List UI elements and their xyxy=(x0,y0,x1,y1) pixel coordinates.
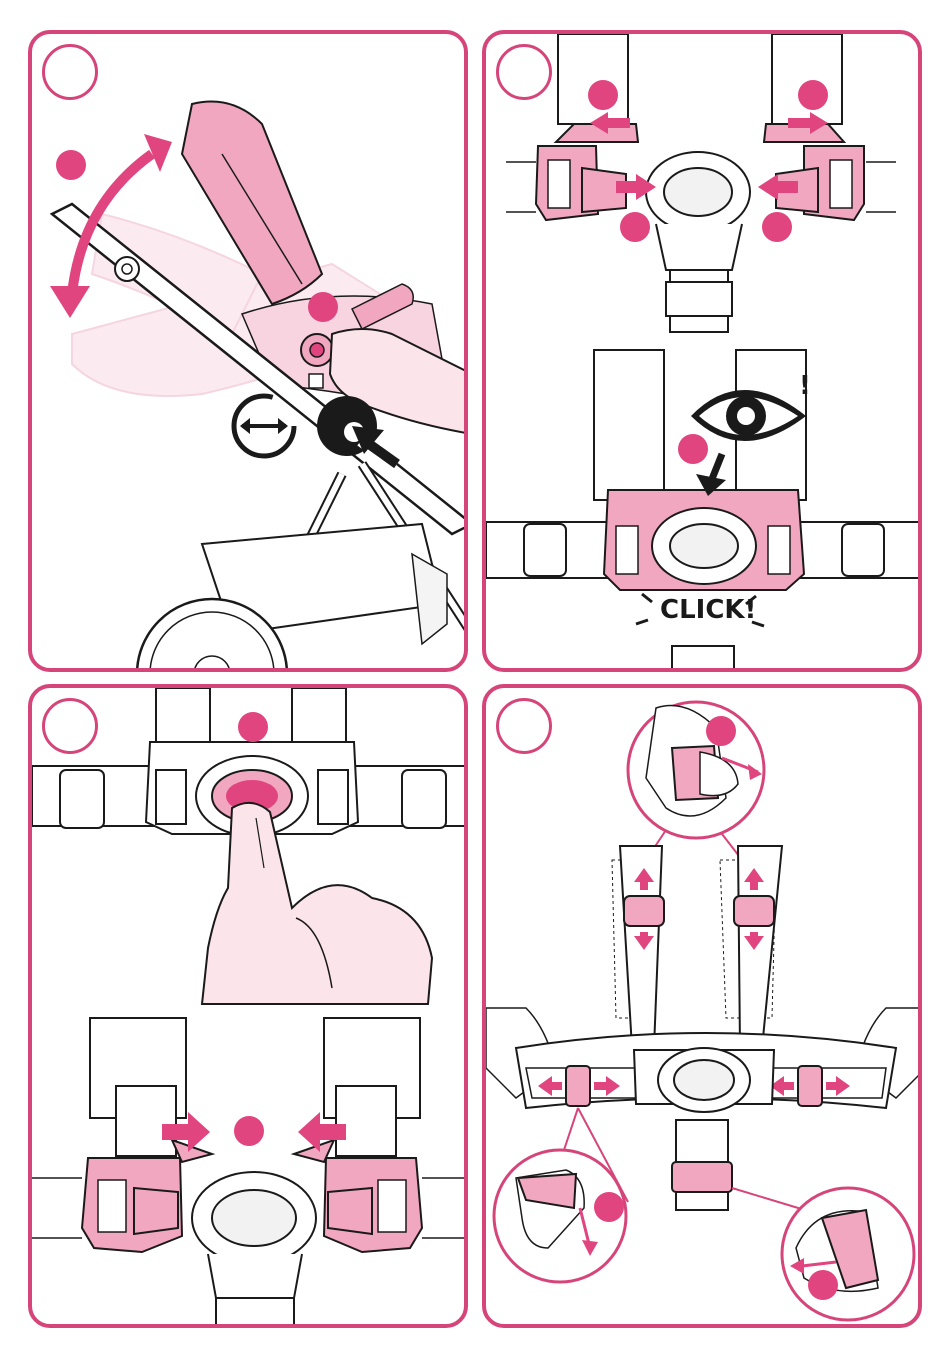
warning-mark: ! xyxy=(799,371,811,401)
panel-harness-adjust xyxy=(482,684,922,1328)
callout-dot-b xyxy=(234,1116,264,1146)
buckle-fasten-illustration: ! CLICK! xyxy=(486,34,922,672)
panel-buckle-fasten: ! CLICK! xyxy=(482,30,922,672)
callout-dot-a xyxy=(56,150,86,180)
callout-dot-e xyxy=(678,434,708,464)
buckle-release-illustration xyxy=(32,688,468,1328)
step-number-circle xyxy=(496,698,552,754)
callout-dot-b xyxy=(308,292,338,322)
rotate-adjust-icon xyxy=(234,396,294,456)
right-shoulder-strap xyxy=(738,846,782,1048)
step-number-circle xyxy=(42,698,98,754)
panel-recline xyxy=(28,30,468,672)
panel-buckle-release xyxy=(28,684,468,1328)
callout-dot-c xyxy=(620,212,650,242)
step-number-circle xyxy=(496,44,552,100)
callout-dot-a xyxy=(238,712,268,742)
harness-adjust-illustration xyxy=(486,688,922,1328)
callout-dot-a xyxy=(588,80,618,110)
recline-illustration xyxy=(32,34,468,672)
callout-dot-c xyxy=(808,1270,838,1300)
callout-dot-b xyxy=(594,1192,624,1222)
callout-dot-d xyxy=(762,212,792,242)
step-number-circle xyxy=(42,44,98,100)
callout-dot-a xyxy=(706,716,736,746)
crotch-adjuster xyxy=(672,1162,732,1192)
click-label: CLICK! xyxy=(660,595,756,625)
callout-dot-b xyxy=(798,80,828,110)
